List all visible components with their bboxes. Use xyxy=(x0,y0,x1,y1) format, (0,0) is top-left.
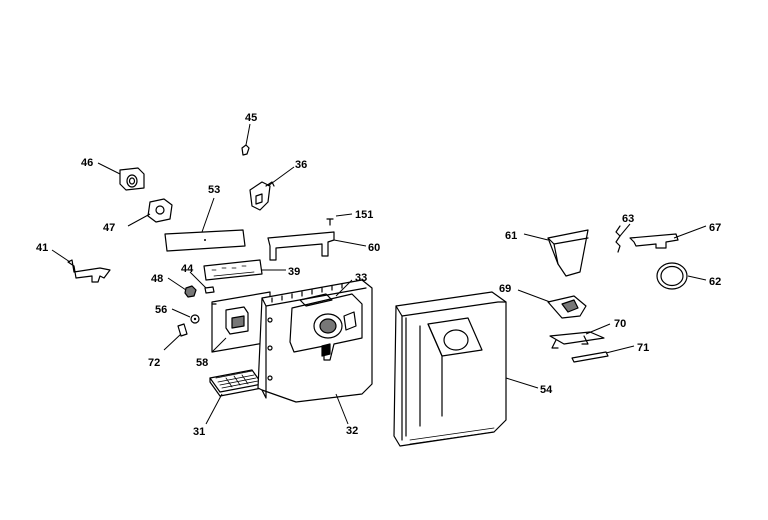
callout-56: 56 xyxy=(155,304,167,316)
callout-67: 67 xyxy=(709,222,721,234)
callout-36: 36 xyxy=(295,159,307,171)
part-63-spring xyxy=(615,223,631,253)
callout-70: 70 xyxy=(614,318,626,330)
part-67-bracket xyxy=(629,225,707,249)
callout-47: 47 xyxy=(103,222,115,234)
callout-60: 60 xyxy=(368,242,380,254)
part-31-drip-tray xyxy=(205,369,263,425)
part-70-linkage xyxy=(549,323,611,349)
callout-45: 45 xyxy=(245,112,257,124)
part-45-clip xyxy=(241,123,251,156)
callout-41: 41 xyxy=(36,242,48,254)
part-71-rod xyxy=(571,345,635,363)
part-62-ring xyxy=(656,262,707,290)
part-72-connector xyxy=(163,323,188,351)
part-60-channel xyxy=(267,231,367,261)
part-56-nut xyxy=(171,308,200,324)
callout-labels: 45 46 36 53 47 151 41 60 44 39 48 33 56 … xyxy=(36,112,721,438)
callout-61: 61 xyxy=(505,230,517,242)
callout-62: 62 xyxy=(709,276,721,288)
callout-58: 58 xyxy=(196,357,208,369)
callout-53: 53 xyxy=(208,184,220,196)
part-53-plate xyxy=(164,197,246,252)
part-54-panel xyxy=(393,291,539,447)
part-69-flap xyxy=(517,289,587,319)
callout-31: 31 xyxy=(193,426,205,438)
callout-32: 32 xyxy=(346,425,358,437)
callout-151: 151 xyxy=(355,209,373,221)
callout-71: 71 xyxy=(637,342,649,354)
part-44-tab xyxy=(189,271,215,294)
callout-72: 72 xyxy=(148,357,160,369)
part-33-chute xyxy=(289,279,363,361)
part-36-actuator xyxy=(249,166,295,211)
part-151-screw xyxy=(326,213,353,226)
part-46-switch xyxy=(97,162,145,191)
part-61-funnel xyxy=(523,229,589,277)
callout-69: 69 xyxy=(499,283,511,295)
part-39-board xyxy=(203,259,286,281)
callout-54: 54 xyxy=(540,384,553,396)
callout-33: 33 xyxy=(355,272,367,284)
callout-48: 48 xyxy=(151,273,163,285)
callout-39: 39 xyxy=(288,266,300,278)
part-47-bracket xyxy=(127,198,173,227)
callout-44: 44 xyxy=(181,263,194,275)
callout-63: 63 xyxy=(622,213,634,225)
part-48-grommet xyxy=(167,277,197,298)
part-41-lever xyxy=(51,249,111,283)
callout-46: 46 xyxy=(81,157,93,169)
